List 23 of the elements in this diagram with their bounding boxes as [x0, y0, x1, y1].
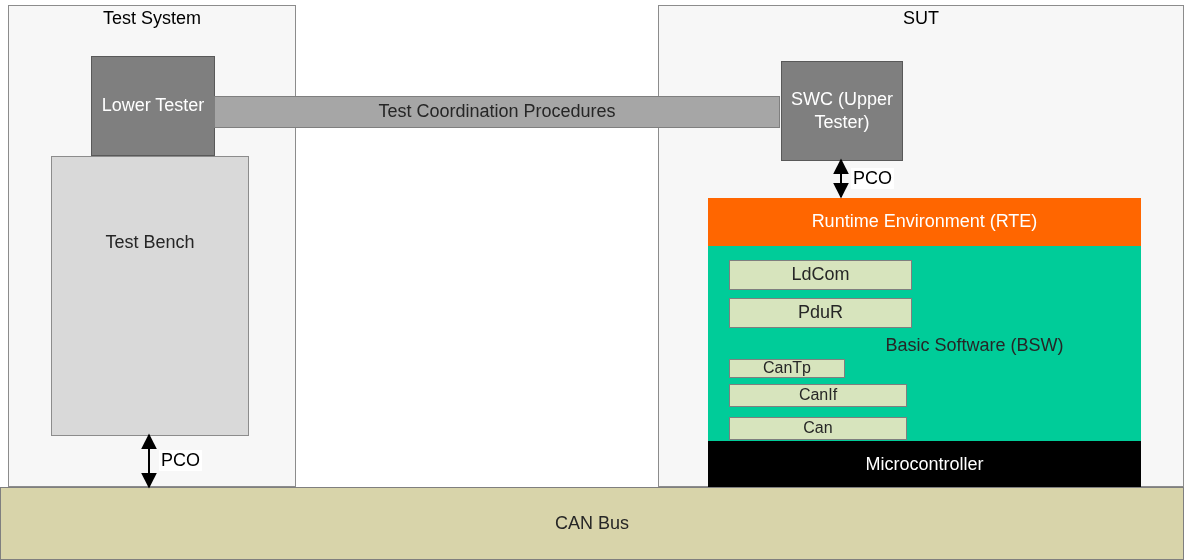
panel-title: SUT [902, 8, 940, 29]
layer-title: Basic Software (BSW) [884, 335, 1065, 356]
system-panel [8, 5, 296, 487]
system-panel [658, 5, 1184, 487]
tester-box: SWC (Upper Tester) [781, 61, 903, 161]
layer-band: Runtime Environment (RTE) [708, 198, 1141, 246]
bench-box [51, 156, 249, 436]
tester-box: Lower Tester [91, 56, 215, 156]
bus-band: CAN Bus [0, 487, 1184, 560]
layer-panel [708, 246, 1141, 441]
double-arrow [141, 433, 157, 489]
module-box: CanTp [729, 359, 845, 378]
layer-band: Microcontroller [708, 441, 1141, 488]
coordination-band: Test Coordination Procedures [214, 96, 780, 128]
box-label: Test Bench [104, 232, 196, 253]
double-arrow [833, 158, 849, 199]
module-box: PduR [729, 298, 912, 328]
module-box: LdCom [729, 260, 912, 290]
panel-title: Test System [102, 8, 202, 29]
edge-label: PCO [159, 450, 202, 471]
edge-label: PCO [851, 167, 894, 189]
module-box: CanIf [729, 384, 907, 407]
module-box: Can [729, 417, 907, 440]
